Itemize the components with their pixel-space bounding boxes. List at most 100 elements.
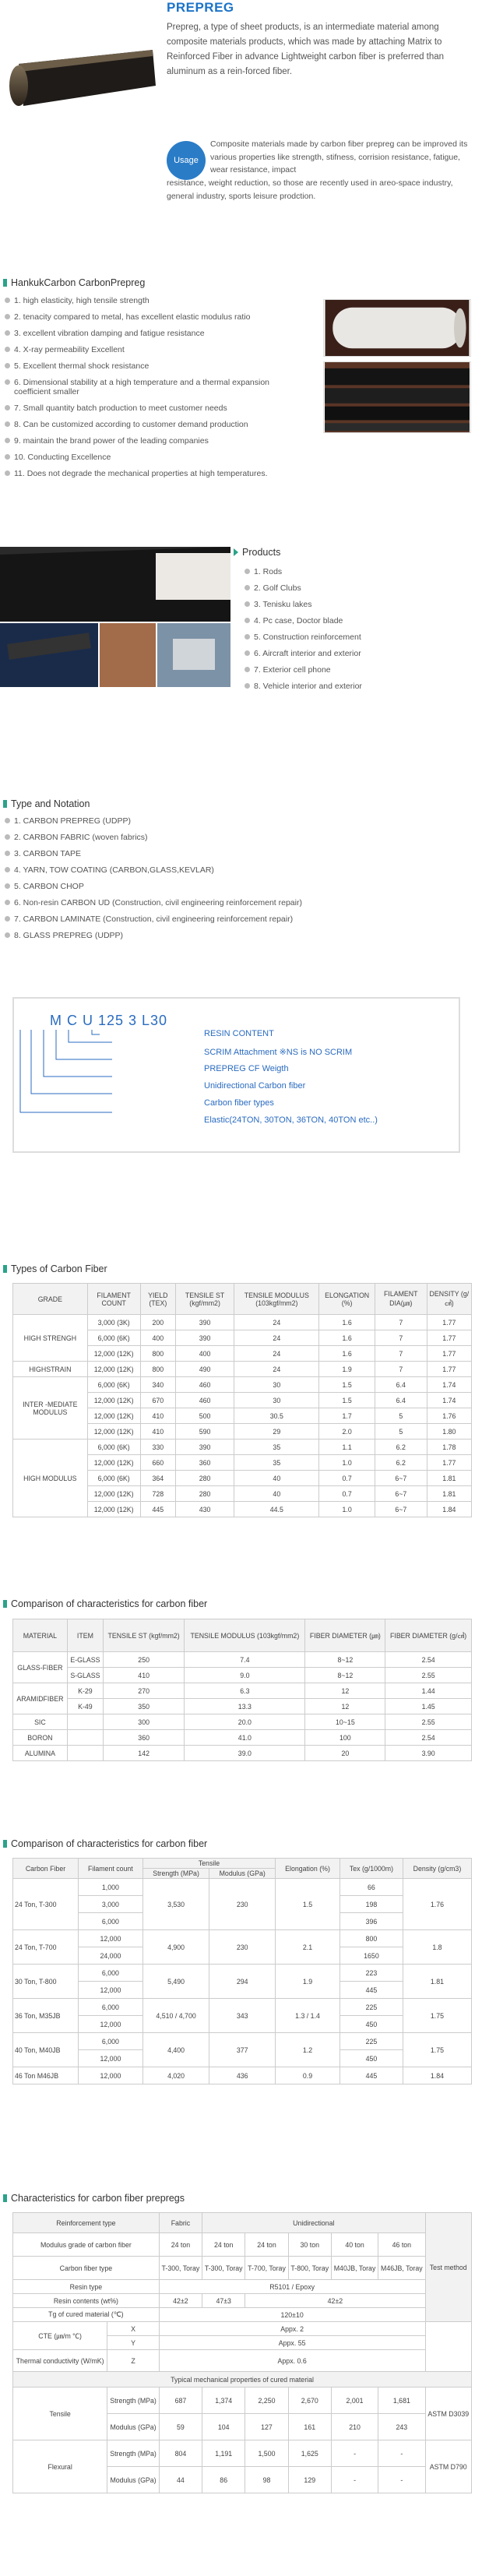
table-cell: 129 [287,2466,332,2493]
table-cell: 142 [103,1745,185,1761]
table-cell: 24 Ton, T-300 [12,1878,79,1930]
table-cell: 47±3 [202,2293,246,2308]
notation-label-elastic: Elastic(24TON, 30TON, 36TON, 40TON etc..… [204,1115,378,1125]
section-marker-icon [3,1265,7,1273]
list-item: 7. Exterior cell phone [245,665,478,675]
table-cell: 6,000 [77,2032,143,2050]
table-cell: 390 [174,1439,235,1455]
list-item-text: 11. Does not degrade the mechanical prop… [14,469,268,478]
table-cell: 1.77 [426,1345,473,1362]
table-cell: 1.6 [318,1314,375,1330]
table-header-cell: TENSILE MODULUS (103kgf/mm2) [234,1283,320,1315]
table-cell: Strength (MPa) [107,2440,160,2467]
table-header-cell: TENSILE MODULUS (103kgf/mm2) [184,1619,306,1652]
table-cell: Appx. 55 [158,2335,426,2350]
table-cell: Tensile [12,2387,108,2440]
bullet-icon [5,314,10,319]
table-header-cell: Tex (g/1000m) [339,1858,403,1879]
table-cell: 390 [174,1314,235,1330]
table-cell: 39.0 [184,1745,306,1761]
table-cell: 44.5 [234,1501,320,1517]
table-cell: Resin contents (wt%) [12,2293,160,2308]
bullet-icon [5,851,10,856]
table-cell: Modulus (GPa) [107,2466,160,2493]
bullet-icon [5,363,10,368]
table-cell: 0.7 [318,1485,375,1502]
table-cell: Carbon fiber type [12,2256,160,2280]
table-cell: 210 [330,2413,379,2440]
table-cell: 44 [158,2466,203,2493]
table-cell: 12 [304,1698,386,1714]
table-cell: 800 [139,1345,176,1362]
table-cell: 198 [339,1895,403,1913]
table-cell: 1.81 [402,1964,473,1999]
table-cell: HIGHSTRAIN [12,1361,88,1377]
table-header-cell: Reinforcement type [12,2212,160,2233]
table-cell: 6,000 [77,1998,143,2016]
table-cell: 1.74 [426,1376,473,1393]
prepregs-heading: Characteristics for carbon fiber prepreg… [3,2193,185,2204]
table-cell: 46 ton [378,2232,426,2257]
table-cell: 40 [234,1485,320,1502]
table-cell: 360 [103,1729,185,1746]
bullet-icon [5,454,10,460]
list-item-text: 1. Rods [254,567,283,576]
table-cell: 7 [374,1330,427,1346]
list-item: 4. X-ray permeability Excellent [5,345,301,354]
table-cell: 12,000 (12K) [86,1345,141,1362]
table-header-cell: Filament count [77,1858,143,1879]
table-cell: 4,510 / 4,700 [142,1998,210,2033]
table-cell: 490 [174,1361,235,1377]
table-header-cell: ITEM [66,1619,104,1652]
table-cell: 330 [139,1439,176,1455]
list-item-text: 5. CARBON CHOP [14,882,84,891]
table-cell: 12,000 [77,2049,143,2067]
table-cell: 1.0 [318,1501,375,1517]
table-cell: 1.5 [275,1878,340,1930]
table-cell: 12,000 [77,2015,143,2033]
table-cell: 1.84 [402,2067,473,2084]
table-cell: 1.2 [275,2032,340,2067]
table-cell: 340 [139,1376,176,1393]
table-row: Tg of cured material (℃)120±10 [12,2307,472,2322]
list-item-text: 10. Conducting Excellence [14,453,111,462]
table-cell: T-300, Toray [158,2256,203,2280]
table-cell: M46JB, Toray [378,2256,426,2280]
table-cell: 24 [234,1330,320,1346]
list-item: 5. Excellent thermal shock resistance [5,361,301,371]
table-cell: 1.6 [318,1345,375,1362]
table-cell: 377 [209,2032,276,2067]
list-item: 6. Non-resin CARBON UD (Construction, ci… [5,898,472,907]
table-cell: 1.78 [426,1439,473,1455]
list-item-text: 2. tenacity compared to metal, has excel… [14,312,251,322]
table-cell: T-700, Toray [245,2256,289,2280]
table-cell: Thermal conductivity (W/mK) [12,2349,108,2372]
table-header-cell: Carbon Fiber [12,1858,79,1879]
table-cell: 5 [374,1423,427,1440]
table-cell: 687 [158,2387,203,2414]
table-cell: 400 [139,1330,176,1346]
list-item: 2. CARBON FABRIC (woven fabrics) [5,833,472,842]
table-cell: 3,530 [142,1878,210,1930]
list-item: 6. Dimensional stability at a high tempe… [5,378,301,396]
table-cell: - [378,2440,426,2467]
table-header-cell: YIELD (TEX) [139,1283,176,1315]
table-cell: 40 Ton, M40JB [12,2032,79,2067]
table-header-cell: TENSILE ST (kgf/mm2) [103,1619,185,1652]
table-cell: 42±2 [245,2293,426,2308]
table-cell: 9.0 [184,1667,306,1683]
table-header-cell: Elongation (%) [275,1858,340,1879]
table-header-cell: Tensile [142,1858,276,1869]
table-header-cell: Modulus (GPa) [209,1868,276,1879]
bullet-icon [245,667,250,672]
